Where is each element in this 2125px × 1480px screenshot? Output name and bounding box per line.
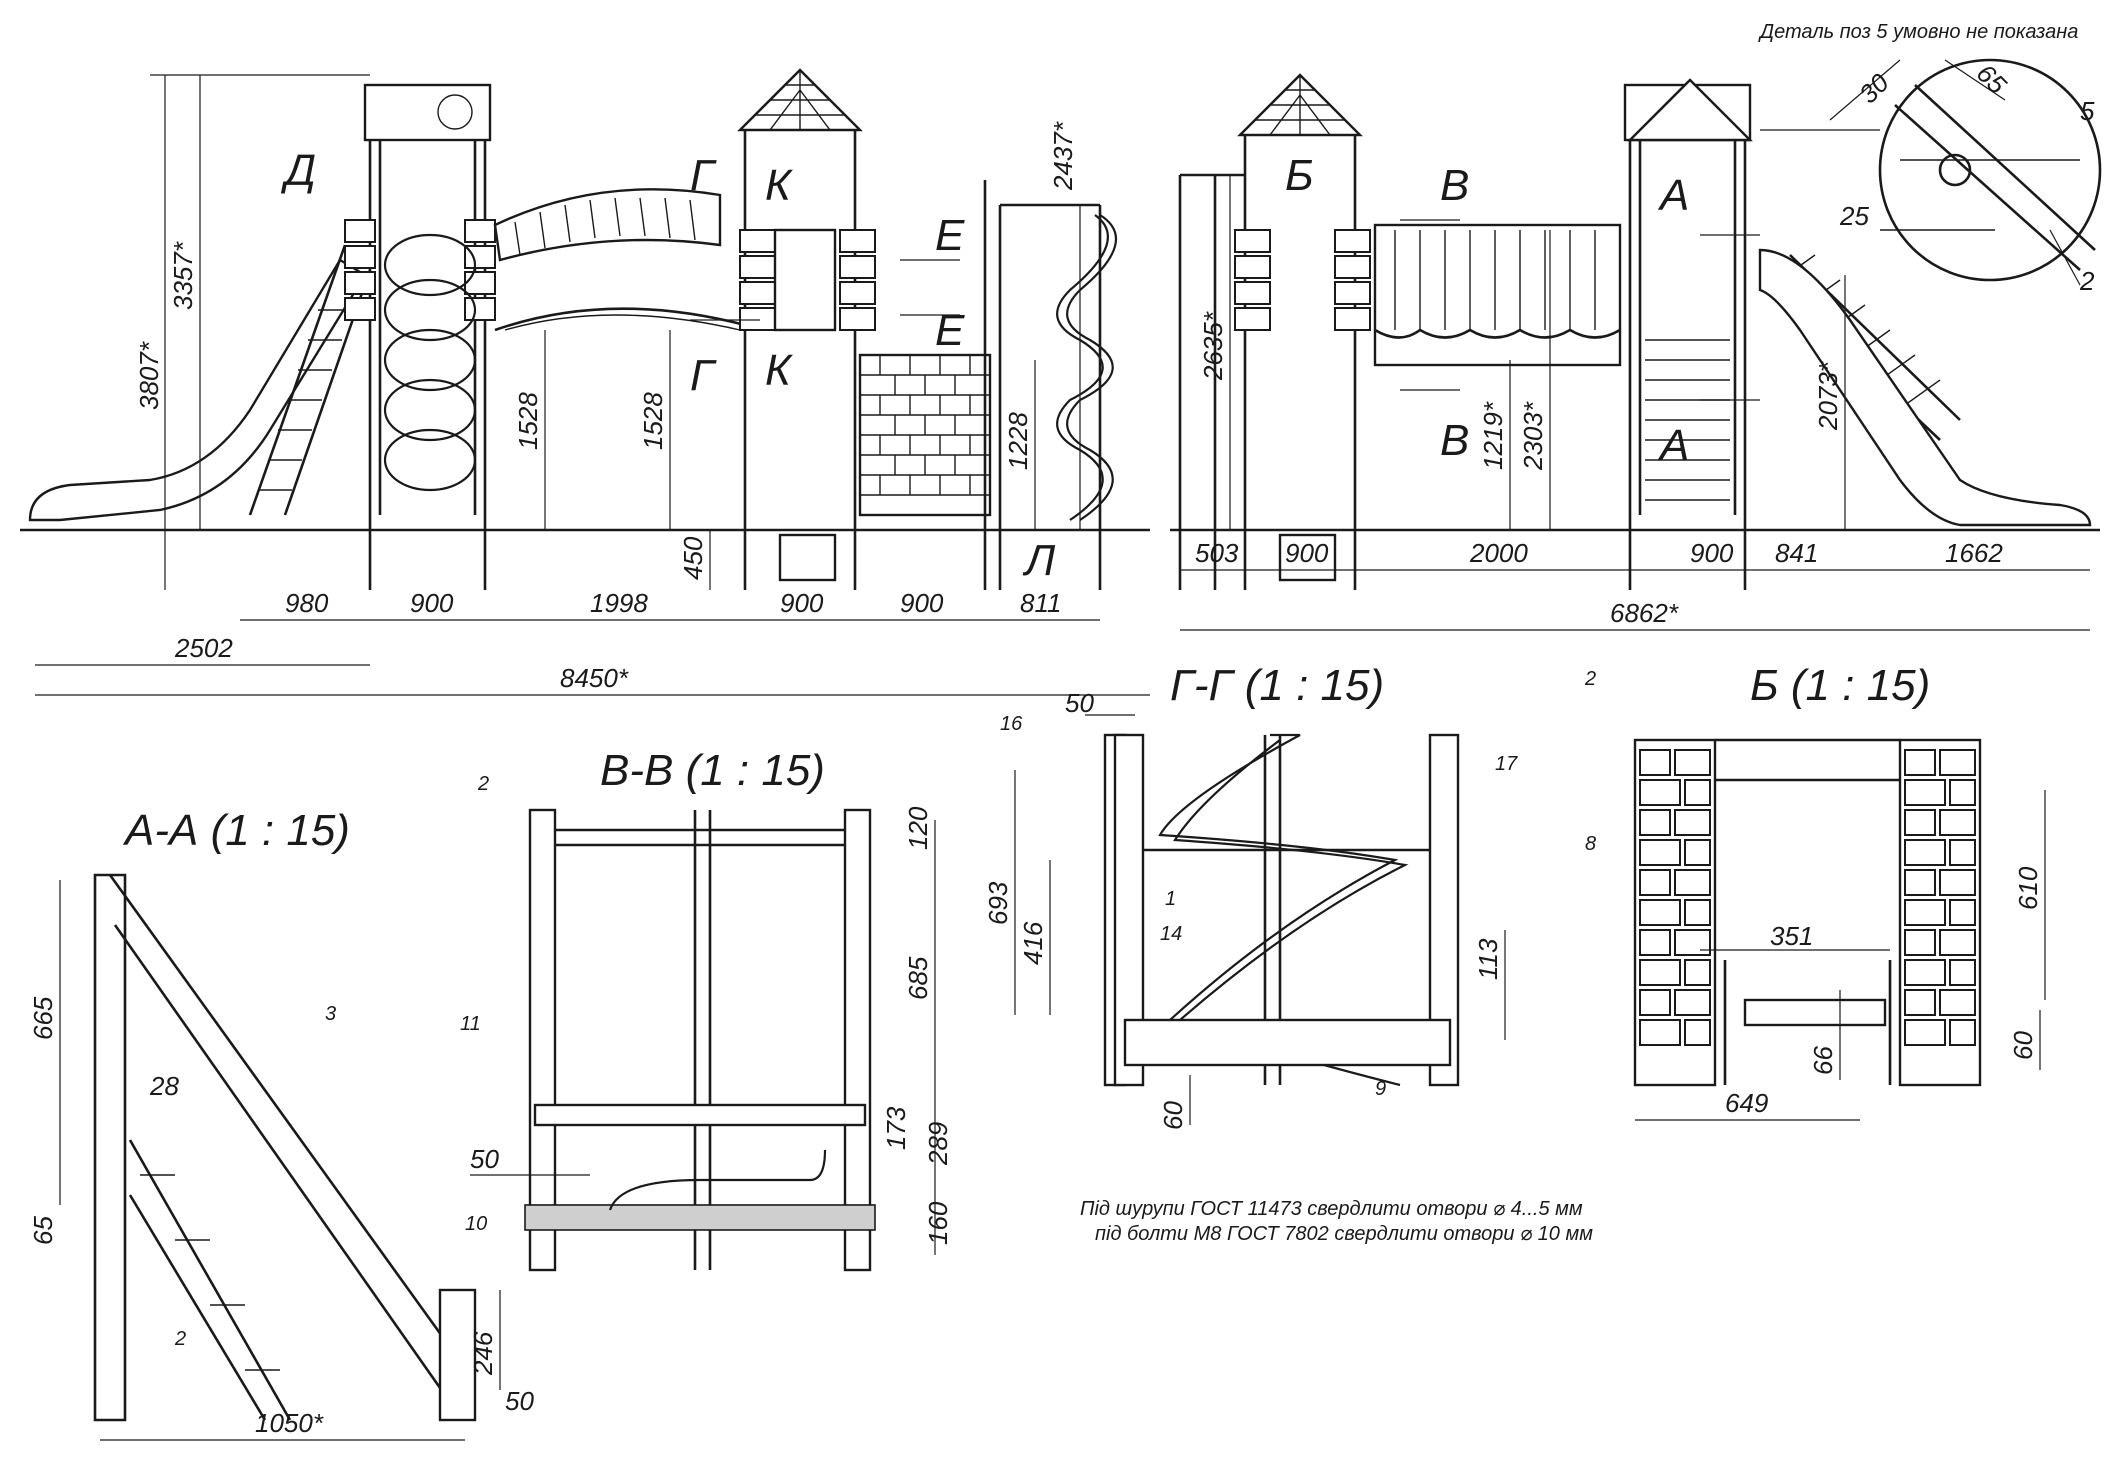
dim-1528-a: 1528 — [513, 392, 543, 450]
gg-pos-1: 1 — [1165, 888, 1176, 910]
gg-pos-9: 9 — [1375, 1078, 1386, 1100]
detail-dim-30: 30 — [1853, 67, 1895, 109]
marker-a-bot: А — [1657, 421, 1689, 470]
dim-1998: 1998 — [590, 588, 648, 618]
spiral-pole — [1056, 214, 1109, 521]
dim-450: 450 — [678, 536, 708, 580]
section-aa: А-А (1 : 15) 665 28 65 246 50 1050* 3 2 — [28, 806, 534, 1441]
vv-pos-2: 2 — [477, 773, 489, 795]
roof-side-right — [1627, 78, 1753, 142]
marker-g-top: Г — [690, 151, 717, 200]
aa-dim-28: 28 — [149, 1071, 179, 1101]
aa-dim-50: 50 — [505, 1386, 534, 1416]
b-dim-60: 60 — [2008, 1031, 2038, 1060]
dim-1662: 1662 — [1945, 538, 2003, 568]
marker-d: Д — [280, 146, 316, 195]
dim-2073: 2073* — [1813, 361, 1843, 431]
b-pos-8: 8 — [1585, 833, 1596, 855]
vv-pos-10: 10 — [465, 1213, 487, 1235]
front-view: 3807* 3357* 1528 1528 450 1228 2437* 980… — [20, 68, 1150, 696]
b-dim-610: 610 — [2013, 866, 2043, 910]
dim-2437: 2437* — [1048, 121, 1078, 191]
marker-l: Л — [1022, 536, 1056, 585]
note-top: Деталь поз 5 умовно не показана — [1758, 21, 2078, 43]
aa-pos-2: 2 — [174, 1328, 186, 1350]
marker-e-top: Е — [935, 211, 965, 260]
dim-2502: 2502 — [174, 633, 233, 663]
vv-dim-50: 50 — [470, 1144, 499, 1174]
dim-900-e: 900 — [1690, 538, 1734, 568]
marker-b: Б — [1285, 151, 1314, 200]
aa-dim-65: 65 — [28, 1216, 58, 1245]
aa-dim-246: 246 — [468, 1331, 498, 1376]
dim-8450: 8450* — [560, 663, 629, 693]
title-section-vv: В-В (1 : 15) — [600, 746, 825, 795]
gg-dim-416: 416 — [1018, 921, 1048, 965]
marker-v-top: В — [1440, 161, 1469, 210]
dim-503: 503 — [1195, 538, 1239, 568]
dim-1219: 1219* — [1478, 401, 1508, 470]
vv-dim-120: 120 — [903, 806, 933, 850]
marker-a-top: А — [1657, 171, 1689, 220]
side-view: 2635* 1219* 2303* 2073* 503 900 2000 900… — [1170, 73, 2100, 631]
vv-pos-11: 11 — [460, 1013, 481, 1035]
gg-pos-17: 17 — [1495, 753, 1518, 775]
dim-900-d: 900 — [1285, 538, 1329, 568]
dim-3807: 3807* — [134, 341, 164, 410]
title-section-b: Б (1 : 15) — [1750, 661, 1930, 710]
detail-dim-65: 65 — [1971, 58, 2013, 100]
dim-3357: 3357* — [168, 241, 198, 310]
dim-1228: 1228 — [1003, 412, 1033, 470]
detail-pos-5: 5 — [2080, 96, 2095, 126]
vv-dim-173: 173 — [881, 1106, 911, 1150]
aa-pos-3: 3 — [325, 1003, 336, 1025]
gg-dim-113: 113 — [1473, 938, 1503, 980]
marker-k-bot: К — [765, 346, 793, 395]
b-dim-351: 351 — [1770, 921, 1813, 951]
b-dim-649: 649 — [1725, 1088, 1768, 1118]
note-bottom-line-2: під болти М8 ГОСТ 7802 свердлити отвори … — [1095, 1223, 1593, 1245]
dim-900-c: 900 — [900, 588, 944, 618]
marker-g-bot: Г — [690, 351, 717, 400]
detail-pos-2: 2 — [2079, 266, 2095, 296]
dim-1528-b: 1528 — [638, 392, 668, 450]
gg-dim-693: 693 — [983, 881, 1013, 925]
dim-811: 811 — [1020, 588, 1061, 618]
right-slide — [1758, 248, 2092, 527]
gg-dim-60: 60 — [1158, 1101, 1188, 1130]
aa-dim-1050: 1050* — [255, 1408, 324, 1438]
dim-841: 841 — [1775, 538, 1818, 568]
detail-circle: 65 30 25 5 2 — [1760, 58, 2102, 296]
vv-dim-685: 685 — [903, 956, 933, 1000]
marker-k-top: К — [765, 161, 793, 210]
aa-dim-665: 665 — [28, 996, 58, 1040]
b-pos-2: 2 — [1584, 668, 1596, 690]
dim-980: 980 — [285, 588, 329, 618]
gg-pos-16: 16 — [1000, 713, 1023, 735]
gg-dim-50: 50 — [1065, 688, 1094, 718]
marker-v-bot: В — [1440, 416, 1469, 465]
section-vv: В-В (1 : 15) 120 685 173 289 160 50 2 11… — [460, 746, 953, 1272]
section-gg: Г-Г (1 : 15) 50 693 416 113 60 16 17 1 1… — [983, 661, 1518, 1130]
gg-pos-14: 14 — [1160, 923, 1182, 945]
dim-6862: 6862* — [1610, 598, 1679, 628]
dim-900-a: 900 — [410, 588, 454, 618]
marker-e-bot: Е — [935, 306, 965, 355]
dim-2000: 2000 — [1469, 538, 1528, 568]
title-section-gg: Г-Г (1 : 15) — [1170, 661, 1384, 710]
arch-bridge — [493, 188, 722, 262]
section-b: Б (1 : 15) — [1584, 661, 2046, 1121]
note-bottom-line-1: Під шурупи ГОСТ 11473 свердлити отвори ⌀… — [1080, 1198, 1583, 1220]
detail-dim-25: 25 — [1839, 201, 1869, 231]
dim-900-b: 900 — [780, 588, 824, 618]
b-dim-66: 66 — [1808, 1046, 1838, 1075]
vv-dim-160: 160 — [923, 1201, 953, 1245]
vv-dim-289: 289 — [923, 1122, 953, 1166]
title-section-aa: А-А (1 : 15) — [122, 806, 350, 855]
dim-2635: 2635* — [1198, 311, 1228, 381]
dim-2303: 2303* — [1518, 401, 1548, 471]
